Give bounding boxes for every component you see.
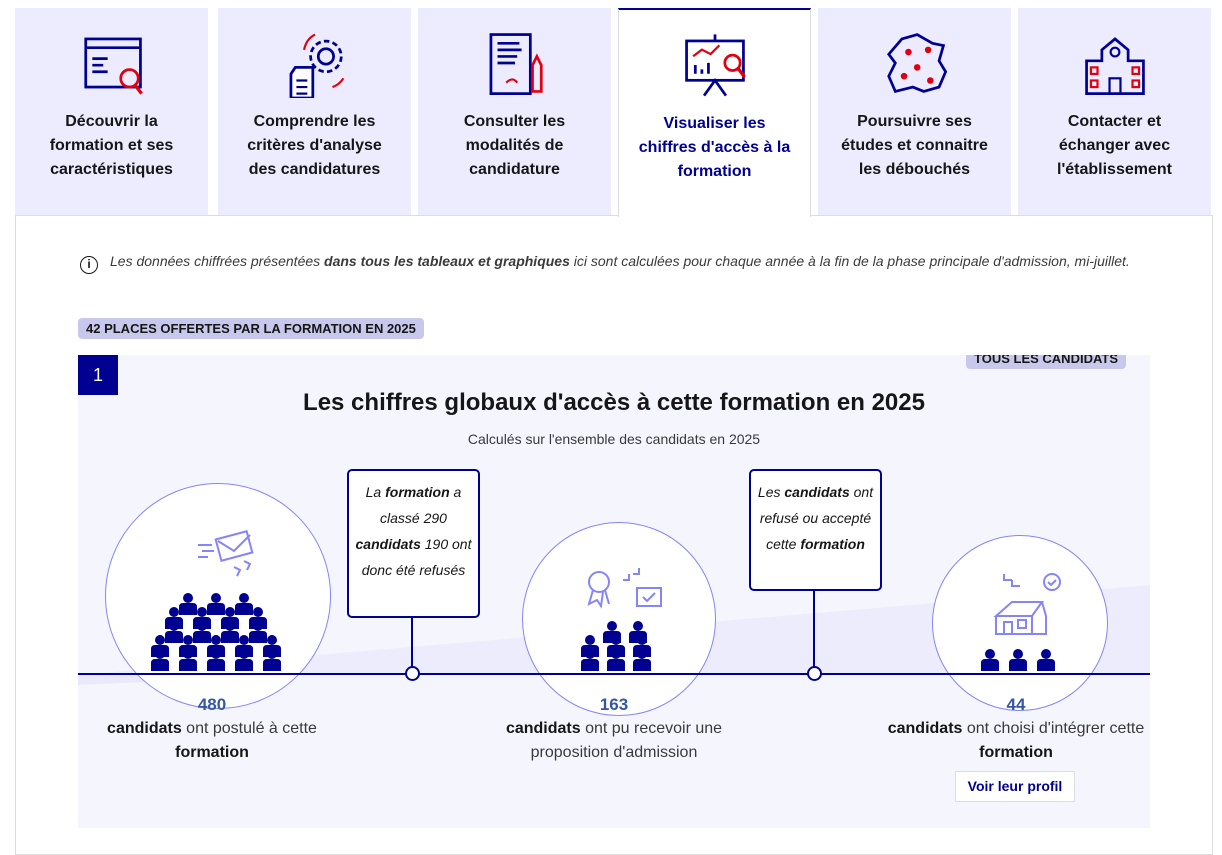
accepted-crowd-icon — [980, 649, 1058, 678]
section-subtitle: Calculés sur l'ensemble des candidats en… — [467, 431, 761, 447]
tab-gear-document[interactable]: Comprendre les critères d'analyse des ca… — [218, 8, 411, 216]
house-check-icon — [993, 573, 1061, 635]
global-figures-card: 1 Tous les candidats Les chiffres globau… — [78, 355, 1150, 828]
tab-document-pen[interactable]: Consulter les modalités de candidature — [418, 8, 611, 216]
tab-chart-presentation[interactable]: Visualiser les chiffres d'accès à la for… — [618, 8, 811, 217]
section-title: Les chiffres globaux d'accès à cette for… — [303, 389, 925, 416]
info-icon: i — [80, 256, 98, 274]
applicants-crowd-icon — [150, 593, 284, 678]
school-building-icon — [1084, 37, 1145, 95]
timeline — [78, 673, 1150, 675]
ranking-callout: La formation a classé 290 candidats 190 … — [347, 469, 480, 618]
section-number: 1 — [78, 355, 118, 395]
tab-browser-search[interactable]: Découvrir la formation et ses caractéris… — [15, 8, 208, 216]
timeline-dot — [807, 666, 822, 681]
gear-document-icon — [289, 33, 344, 98]
offers-crowd-icon — [580, 621, 654, 678]
filter-badge: Tous les candidats — [966, 355, 1126, 369]
tab-label: Comprendre les critères d'analyse des ca… — [247, 113, 382, 178]
tab-school-building[interactable]: Contacter et échanger avec l'établisseme… — [1018, 8, 1211, 216]
envelope-icon — [198, 530, 254, 577]
tab-label: Poursuivre ses études et connaitre les d… — [841, 113, 988, 178]
chart-presentation-icon — [684, 34, 746, 97]
accepted-circle — [932, 535, 1108, 711]
info-text: Les données chiffrées présentées — [110, 253, 325, 269]
info-text-end: ici sont calculées pour chaque année à l… — [569, 253, 1130, 269]
award-feedback-icon — [587, 568, 662, 609]
info-note: i Les données chiffrées présentées dans t… — [80, 250, 1140, 274]
tab-france-map[interactable]: Poursuivre ses études et connaitre les d… — [818, 8, 1011, 216]
places-badge: 42 places offertes par la formation en 2… — [78, 318, 424, 339]
tab-label: Découvrir la formation et ses caractéris… — [49, 113, 174, 178]
browser-search-icon — [83, 37, 143, 95]
decision-callout: Les candidats ont refusé ou accepté cett… — [749, 469, 882, 591]
document-pen-icon — [489, 33, 543, 95]
tab-label: Consulter les modalités de candidature — [463, 113, 566, 178]
tab-label: Visualiser les chiffres d'accès à la for… — [638, 115, 791, 180]
tab-label: Contacter et échanger avec l'établisseme… — [1057, 113, 1172, 178]
info-text-bold: dans tous les tableaux et graphiques — [324, 253, 570, 269]
timeline-dot — [405, 666, 420, 681]
offers-circle — [522, 522, 716, 716]
france-map-icon — [886, 33, 947, 94]
view-profile-button[interactable]: Voir leur profil — [955, 771, 1075, 802]
